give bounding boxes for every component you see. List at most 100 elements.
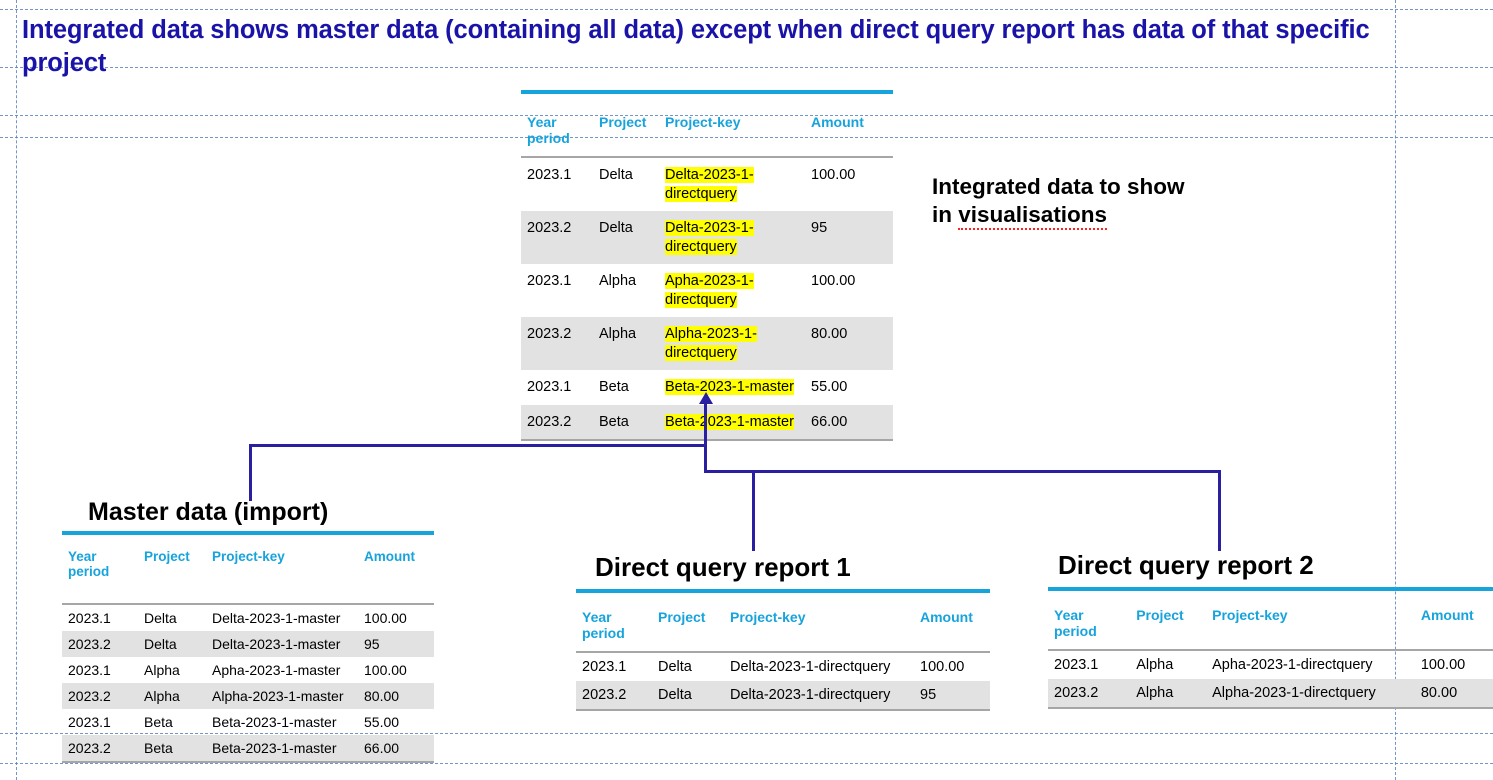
cell-year-period: 2023.1 bbox=[62, 603, 138, 631]
highlighted-key: Beta-2023-1-master bbox=[665, 413, 794, 430]
cell-amount: 100.00 bbox=[358, 603, 434, 631]
cell-amount: 95 bbox=[805, 211, 893, 265]
master-data-table: Year period Project Project-key Amount 2… bbox=[62, 531, 434, 763]
guide-line-vertical bbox=[16, 0, 17, 780]
cell-year-period: 2023.1 bbox=[68, 662, 111, 678]
table-row: 2023.2 Alpha Alpha-2023-1-master 80.00 bbox=[62, 683, 434, 709]
direct-query-report-1-table: Year period Project Project-key Amount 2… bbox=[576, 589, 990, 711]
column-header-year-period: Year period bbox=[527, 114, 570, 146]
cell-amount: 80.00 bbox=[358, 683, 434, 709]
cell-project-key: Beta-2023-1-master bbox=[206, 735, 358, 763]
master-data-title: Master data (import) bbox=[88, 498, 329, 526]
cell-project: Alpha bbox=[599, 273, 637, 290]
guide-line-vertical bbox=[1395, 0, 1396, 780]
highlighted-key: Alpha-2023-1-directquery bbox=[665, 326, 757, 361]
table-row: 2023.2 Delta Delta-2023-1-master 95 bbox=[62, 631, 434, 657]
highlighted-key: Delta-2023-1-directquery bbox=[665, 220, 754, 255]
integrated-data-table: Year period Project Project-key Amount 2… bbox=[521, 90, 893, 442]
column-header-project: Project bbox=[599, 114, 647, 130]
page-title: Integrated data shows master data (conta… bbox=[22, 16, 1370, 77]
cell-project-key: Delta-2023-1-directquery bbox=[659, 211, 805, 265]
cell-year-period: 2023.2 bbox=[521, 211, 593, 265]
cell-year-period: 2023.1 bbox=[521, 155, 593, 212]
cell-project-key: Delta-2023-1-directquery bbox=[659, 155, 805, 212]
cell-amount: 66.00 bbox=[358, 735, 434, 763]
cell-project: Beta bbox=[593, 404, 659, 442]
cell-year-period: 2023.2 bbox=[62, 631, 138, 657]
connector-stem-vertical-lower bbox=[704, 444, 707, 472]
connector-master-horizontal bbox=[249, 444, 707, 447]
cell-project: Alpha bbox=[138, 683, 206, 709]
cell-project: Beta bbox=[144, 714, 173, 730]
cell-amount: 80.00 bbox=[1414, 679, 1493, 709]
cell-project-key: Beta-2023-1-master bbox=[659, 370, 805, 405]
callout-line-2: in visualisations bbox=[932, 201, 1262, 231]
cell-amount: 100.00 bbox=[364, 662, 407, 678]
column-header-project: Project bbox=[1136, 607, 1184, 623]
callout-line-2-prefix: in bbox=[932, 202, 959, 228]
cell-year-period: 2023.1 bbox=[576, 651, 652, 681]
callout-line-1: Integrated data to show bbox=[932, 174, 1185, 199]
column-header-project: Project bbox=[144, 549, 190, 564]
cell-amount: 100.00 bbox=[811, 273, 856, 290]
column-header-project: Project bbox=[658, 609, 706, 625]
table-header-row: Year period Project Project-key Amount bbox=[1048, 603, 1493, 650]
cell-amount: 100.00 bbox=[1414, 649, 1493, 679]
column-header-amount: Amount bbox=[811, 114, 864, 130]
cell-project: Delta bbox=[593, 155, 659, 212]
column-header-year-period: Year period bbox=[68, 549, 110, 579]
cell-project: Alpha bbox=[144, 662, 180, 678]
cell-project-key: Delta-2023-1-master bbox=[206, 631, 358, 657]
cell-project-key: Apha-2023-1-directquery bbox=[659, 264, 805, 317]
column-header-year-period: Year period bbox=[1054, 607, 1097, 639]
column-header-project-key: Project-key bbox=[665, 114, 741, 130]
cell-amount: 55.00 bbox=[364, 714, 400, 730]
column-header-amount: Amount bbox=[920, 609, 973, 625]
cell-amount: 100.00 bbox=[914, 651, 990, 681]
cell-project: Delta bbox=[652, 681, 724, 711]
cell-project: Beta bbox=[138, 735, 206, 763]
column-header-amount: Amount bbox=[364, 549, 415, 564]
table-row: 2023.2 Delta Delta-2023-1-directquery 95 bbox=[576, 681, 990, 711]
cell-amount: 66.00 bbox=[805, 404, 893, 442]
direct-query-report-1-title: Direct query report 1 bbox=[595, 552, 851, 582]
column-header-amount: Amount bbox=[1420, 607, 1474, 623]
connector-dq2-vertical bbox=[1218, 470, 1221, 551]
column-header-year-period: Year period bbox=[582, 609, 625, 641]
cell-amount: 55.00 bbox=[811, 379, 848, 396]
highlighted-key: Beta-2023-1-master bbox=[665, 379, 794, 396]
table-header-row: Year period Project Project-key Amount bbox=[62, 545, 434, 589]
cell-project: Beta bbox=[599, 379, 629, 396]
connector-stem-vertical bbox=[704, 403, 707, 446]
cell-year-period: 2023.1 bbox=[527, 273, 572, 290]
cell-project-key: Alpha-2023-1-directquery bbox=[1206, 679, 1415, 709]
guide-line-horizontal bbox=[0, 67, 1493, 68]
table-row: 2023.1 Alpha Apha-2023-1-directquery 100… bbox=[1048, 649, 1493, 679]
highlighted-key: Apha-2023-1-directquery bbox=[665, 273, 754, 308]
cell-year-period: 2023.2 bbox=[576, 681, 652, 711]
connector-master-vertical bbox=[249, 444, 252, 501]
cell-project: Delta bbox=[652, 651, 724, 681]
table-header-row: Year period Project Project-key Amount bbox=[576, 605, 990, 652]
cell-project-key: Alpha-2023-1-master bbox=[206, 683, 358, 709]
integrated-data-callout: Integrated data to show in visualisation… bbox=[932, 173, 1262, 231]
table-row: 2023.1 Beta Beta-2023-1-master 55.00 bbox=[521, 370, 893, 405]
table-row: 2023.2 Beta Beta-2023-1-master 66.00 bbox=[62, 735, 434, 763]
guide-line-horizontal bbox=[0, 9, 1493, 10]
cell-year-period: 2023.2 bbox=[1048, 679, 1131, 709]
cell-project-key: Delta-2023-1-master bbox=[206, 603, 358, 631]
cell-project: Delta bbox=[138, 631, 206, 657]
table-row: 2023.1 Delta Delta-2023-1-directquery 10… bbox=[521, 155, 893, 212]
table-row: 2023.2 Delta Delta-2023-1-directquery 95 bbox=[521, 211, 893, 265]
guide-line-horizontal bbox=[0, 115, 1493, 116]
cell-project-key: Apha-2023-1-master bbox=[212, 662, 341, 678]
guide-line-horizontal bbox=[0, 763, 1493, 764]
cell-amount: 95 bbox=[914, 681, 990, 711]
column-header-project-key: Project-key bbox=[730, 609, 806, 625]
direct-query-report-2-title: Direct query report 2 bbox=[1058, 550, 1314, 580]
cell-year-period: 2023.1 bbox=[1048, 649, 1131, 679]
connector-arrow-up-icon bbox=[699, 392, 713, 404]
cell-year-period: 2023.2 bbox=[62, 683, 138, 709]
cell-amount: 95 bbox=[358, 631, 434, 657]
